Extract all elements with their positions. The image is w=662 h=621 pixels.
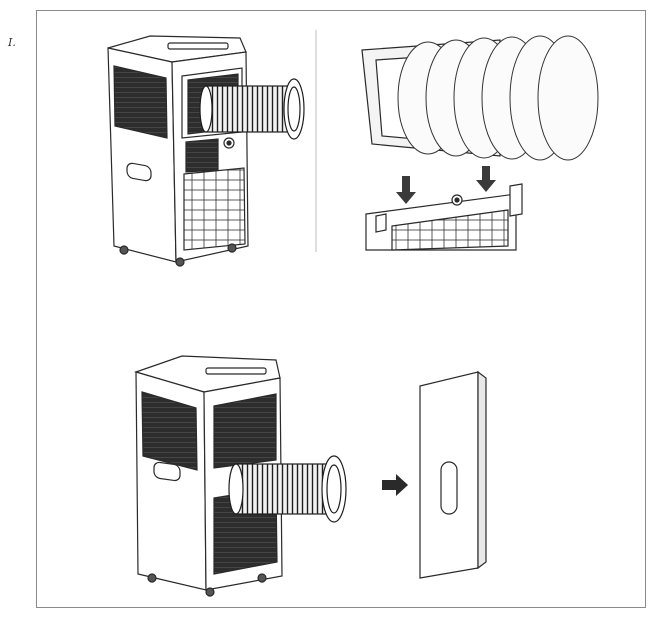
exhaust-hose-top: [199, 78, 305, 140]
step-label: I.: [8, 36, 16, 49]
arrow-down-right: [476, 166, 496, 192]
exhaust-hose-bottom: [228, 455, 347, 523]
window-slider: [419, 370, 487, 579]
portable-ac-unit-top: [107, 35, 249, 267]
hose-adapter-detail: [361, 35, 599, 251]
figure-frame: [36, 10, 646, 608]
arrow-down-left: [396, 176, 416, 204]
arrow-right-icon: [382, 474, 408, 496]
